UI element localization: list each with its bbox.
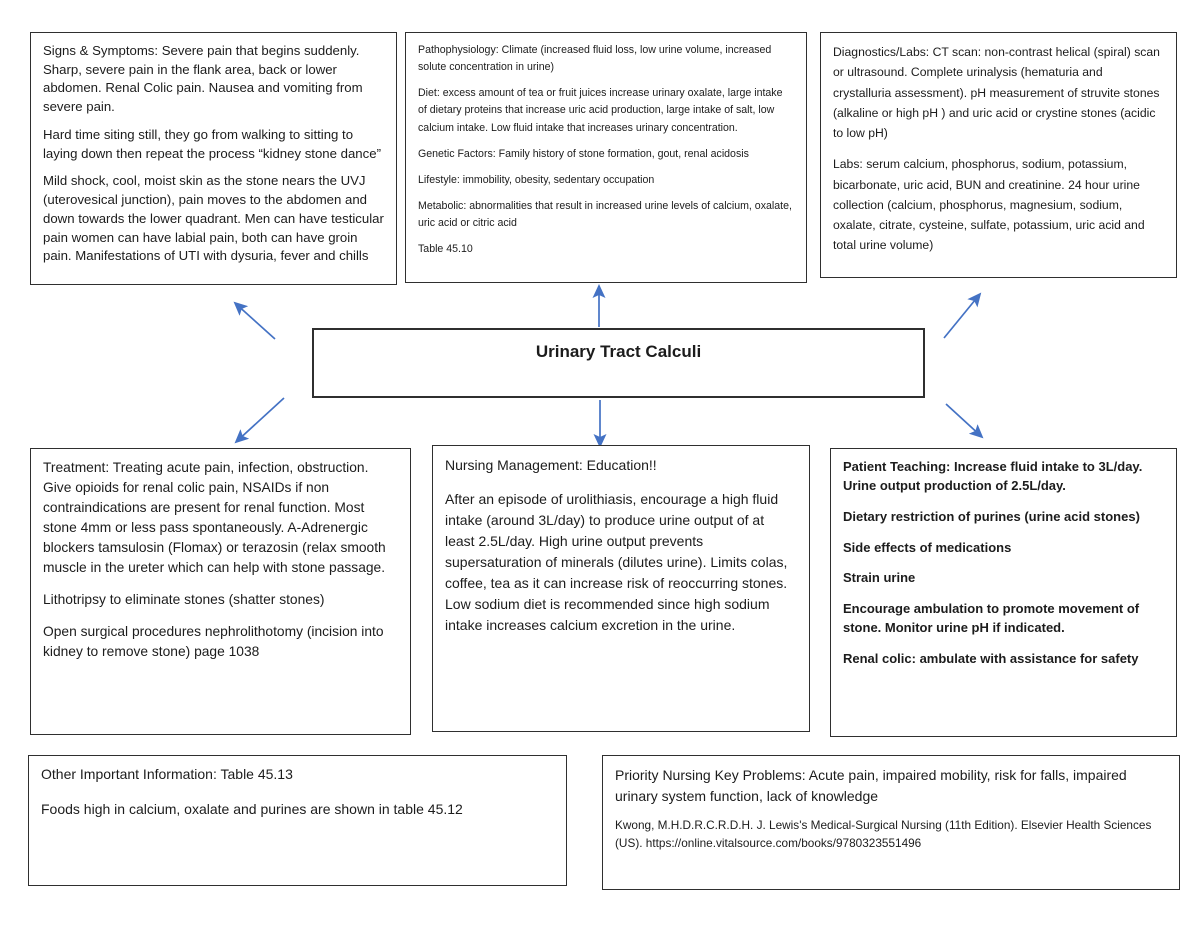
urinary-tract-calculi-node: Urinary Tract Calculi xyxy=(312,328,925,398)
other-information-text: Other Important Information: Table 45.13 xyxy=(41,766,293,782)
arrow-to-diagnostics xyxy=(943,292,982,339)
arrow-to-treatment xyxy=(234,397,285,444)
patient-teaching-box: Patient Teaching: Increase fluid intake … xyxy=(830,448,1177,737)
other-information-text: Foods high in calcium, oxalate and purin… xyxy=(41,800,463,817)
patient-teaching-text: Encourage ambulation to promote movement… xyxy=(843,601,1140,636)
patient-teaching-text: Patient Teaching: Increase fluid intake … xyxy=(843,459,1143,493)
signs-symptoms-text: Hard time siting still, they go from wal… xyxy=(43,126,381,161)
pathophysiology-text: Lifestyle: immobility, obesity, sedentar… xyxy=(418,173,655,186)
diagram-title: Urinary Tract Calculi xyxy=(535,342,702,361)
patient-teaching-text: Strain urine xyxy=(843,570,916,586)
signs-symptoms-box: Signs & Symptoms: Severe pain that begin… xyxy=(30,32,397,285)
treatment-text: Lithotripsy to eliminate stones (shatter… xyxy=(43,592,325,607)
diagnostics-text: Diagnostics/Labs: CT scan: non-contrast … xyxy=(833,45,1160,140)
citation-text: Kwong, M.H.D.R.C.R.D.H. J. Lewis's Medic… xyxy=(615,818,1152,850)
pathophysiology-text: Metabolic: abnormalities that result in … xyxy=(418,200,792,230)
other-information-box: Other Important Information: Table 45.13… xyxy=(28,755,567,886)
pathophysiology-box: Pathophysiology: Climate (increased flui… xyxy=(405,32,807,283)
patient-teaching-text: Dietary restriction of purines (urine ac… xyxy=(843,508,1140,524)
patient-teaching-text: Renal colic: ambulate with assistance fo… xyxy=(843,650,1139,666)
treatment-text: Open surgical procedures nephrolithotomy… xyxy=(43,624,384,659)
pathophysiology-text: Pathophysiology: Climate (increased flui… xyxy=(418,44,772,74)
arrow-to-patient-teaching xyxy=(945,403,984,439)
signs-symptoms-text: Signs & Symptoms: Severe pain that begin… xyxy=(43,43,363,115)
table-reference: Table 45.10 xyxy=(418,243,473,256)
nursing-management-box: Nursing Management: Education!! After an… xyxy=(432,445,810,732)
priority-problems-text: Priority Nursing Key Problems: Acute pai… xyxy=(615,767,1127,804)
patient-teaching-text: Side effects of medications xyxy=(843,539,1012,555)
treatment-text: Treatment: Treating acute pain, infectio… xyxy=(43,460,386,575)
signs-symptoms-text: Mild shock, cool, moist skin as the ston… xyxy=(43,173,384,264)
treatment-box: Treatment: Treating acute pain, infectio… xyxy=(30,448,411,735)
arrow-to-signs-symptoms xyxy=(233,301,276,340)
pathophysiology-text: Diet: excess amount of tea or fruit juic… xyxy=(418,87,783,134)
nursing-management-text: After an episode of urolithiasis, encour… xyxy=(445,491,788,633)
nursing-management-text: Nursing Management: Education!! xyxy=(445,457,657,473)
diagnostics-labs-box: Diagnostics/Labs: CT scan: non-contrast … xyxy=(820,32,1177,278)
priority-problems-box: Priority Nursing Key Problems: Acute pai… xyxy=(602,755,1180,890)
diagnostics-text: Labs: serum calcium, phosphorus, sodium,… xyxy=(833,157,1145,253)
pathophysiology-text: Genetic Factors: Family history of stone… xyxy=(418,147,749,160)
